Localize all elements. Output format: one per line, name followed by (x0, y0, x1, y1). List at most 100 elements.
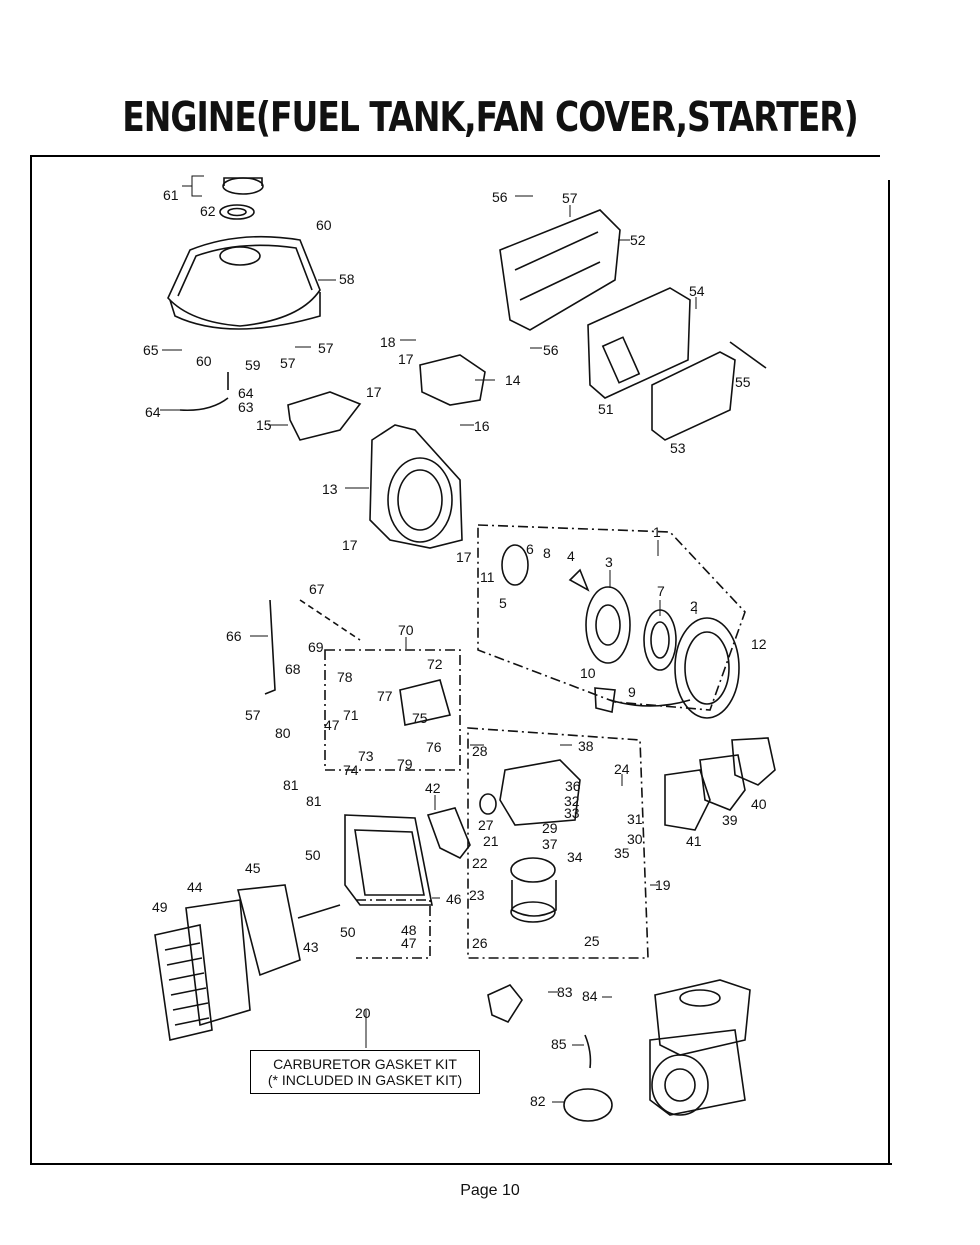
part-number-label: 44 (187, 879, 203, 895)
gasket-kit-line2: (* INCLUDED IN GASKET KIT) (267, 1072, 463, 1088)
part-number-label: 17 (398, 351, 414, 367)
part-number-label: 49 (152, 899, 168, 915)
part-number-label: 78 (337, 669, 353, 685)
part-number-label: 5 (499, 595, 507, 611)
part-number-label: 69 (308, 639, 324, 655)
part-number-label: 17 (456, 549, 472, 565)
part-number-label: 40 (751, 796, 767, 812)
gasket-kit-line1: CARBURETOR GASKET KIT (273, 1056, 457, 1072)
part-number-label: 68 (285, 661, 301, 677)
part-number-label: 23 (469, 887, 485, 903)
part-number-label: 59 (245, 357, 261, 373)
part-number-label: 8 (543, 545, 551, 561)
part-number-label: 22 (472, 855, 488, 871)
part-number-label: 65 (143, 342, 159, 358)
part-number-label: 15 (256, 417, 272, 433)
part-number-label: 11 (480, 569, 495, 585)
part-number-label: 77 (377, 688, 393, 704)
part-number-label: 74 (343, 762, 359, 778)
part-number-label: 45 (245, 860, 261, 876)
part-number-label: 14 (505, 372, 521, 388)
engine-assembly-part (649, 979, 751, 1116)
frame-border-right (888, 180, 890, 1163)
bracket-part (287, 391, 362, 441)
part-number-label: 43 (303, 939, 319, 955)
page-number: Page 10 (460, 1182, 520, 1199)
carburetor-group-outline (467, 727, 649, 959)
part-number-label: 18 (380, 334, 396, 350)
fan-cover-part (369, 424, 463, 549)
rod-part (299, 599, 361, 641)
filter-element-part (185, 899, 251, 1027)
part-number-label: 70 (398, 622, 414, 638)
shroud-part (419, 354, 486, 406)
part-number-label: 84 (582, 988, 598, 1004)
part-number-label: 79 (397, 756, 413, 772)
part-number-label: 1 (653, 524, 661, 540)
part-number-label: 46 (446, 891, 462, 907)
part-number-label: 55 (735, 374, 751, 390)
gasket-parts (664, 737, 776, 831)
part-number-label: 50 (340, 924, 356, 940)
part-number-label: 17 (342, 537, 358, 553)
fuel-cap-part (219, 177, 264, 220)
part-number-label: 16 (474, 418, 490, 434)
part-number-label: 37 (542, 836, 558, 852)
part-number-label: 32 (564, 793, 580, 809)
part-number-label: 36 (565, 778, 581, 794)
part-number-label: 29 (542, 820, 558, 836)
part-number-label: 7 (657, 583, 665, 599)
fuel-tank-part (167, 235, 321, 330)
part-number-label: 57 (280, 355, 296, 371)
muffler-guard-part (651, 351, 736, 441)
air-cleaner-outline (356, 899, 431, 959)
part-number-label: 31 (627, 811, 643, 827)
part-number-label: 58 (339, 271, 355, 287)
throttle-group-outline (324, 649, 461, 771)
part-number-label: 13 (322, 481, 338, 497)
part-number-label: 67 (309, 581, 325, 597)
page-title: ENGINE(FUEL TANK,FAN COVER,STARTER) (122, 92, 859, 141)
part-number-label: 27 (478, 817, 494, 833)
air-cleaner-case-part (344, 814, 433, 906)
part-number-label: 33 (564, 805, 580, 821)
part-number-label: 12 (751, 636, 767, 652)
diagram-frame (30, 155, 892, 1165)
part-number-label: 76 (426, 739, 442, 755)
part-number-label: 57 (318, 340, 334, 356)
gasket-kit-box: CARBURETOR GASKET KIT (* INCLUDED IN GAS… (250, 1050, 480, 1094)
part-number-label: 72 (427, 656, 443, 672)
part-number-label: 26 (472, 935, 488, 951)
part-number-label: 48 (401, 922, 417, 938)
stud-part (297, 904, 341, 919)
part-number-label: 25 (584, 933, 600, 949)
muffler-part (587, 287, 691, 399)
muffler-cover-part (499, 209, 621, 331)
part-number-label: 52 (630, 232, 646, 248)
part-number-label: 17 (366, 384, 382, 400)
part-number-label: 19 (655, 877, 671, 893)
part-number-label: 57 (562, 190, 578, 206)
part-number-label: 66 (226, 628, 242, 644)
filter-plate-part (236, 884, 301, 977)
part-number-label: 3 (605, 554, 613, 570)
part-number-label: 2 (690, 598, 698, 614)
recoil-starter-part (501, 544, 740, 719)
part-number-label: 10 (580, 665, 596, 681)
part-number-label: 38 (578, 738, 594, 754)
part-number-label: 47 (324, 717, 340, 733)
part-number-label: 47 (401, 935, 417, 951)
part-number-label: 30 (627, 831, 643, 847)
part-number-label: 21 (483, 833, 499, 849)
fuel-valve-part (487, 984, 523, 1024)
part-number-label: 56 (543, 342, 559, 358)
part-number-label: 28 (472, 743, 488, 759)
part-number-label: 81 (283, 777, 299, 793)
cap-82-part (563, 1088, 613, 1122)
part-number-label: 41 (686, 833, 702, 849)
part-number-label: 42 (425, 780, 441, 796)
part-number-label: 9 (628, 684, 636, 700)
part-number-label: 75 (412, 710, 428, 726)
